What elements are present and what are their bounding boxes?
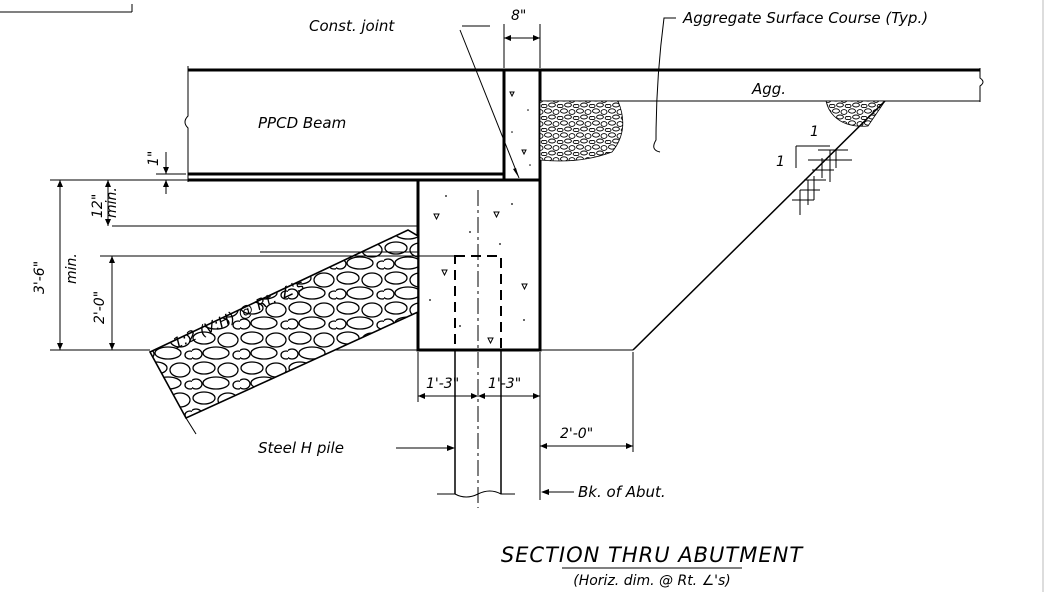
abutment-cap [416, 178, 542, 352]
gravel-fill-left [539, 100, 624, 162]
joint-block [502, 68, 542, 182]
dim-half-left-text: 1'-3" [426, 376, 459, 392]
aggregate-surface-label: Aggregate Surface Course (Typ.) [682, 9, 928, 27]
dim-8in [503, 24, 541, 68]
section-title: SECTION THRU ABUTMENT [501, 543, 805, 567]
slope-rise-text: 1 [810, 124, 819, 140]
right-break-mark [979, 68, 984, 102]
agg-label: Agg. [751, 80, 786, 98]
dim-3ft6in-text: 3'-6" [32, 261, 48, 294]
aggregate-surface-leader [653, 17, 676, 153]
dim-2ft-depth-text: 2'-0" [92, 291, 108, 324]
const-joint-leader [459, 25, 520, 179]
gravel-fill-right [825, 100, 886, 127]
beam-label: PPCD Beam [258, 114, 346, 132]
dim-12in-min [104, 179, 418, 227]
earth-hatching [792, 149, 852, 215]
section-subtitle: (Horiz. dim. @ Rt. ∠'s) [573, 573, 731, 589]
embankment-slope-line [632, 100, 886, 351]
riprap-toe-line [185, 417, 197, 435]
dim-8in-text: 8" [511, 8, 526, 24]
top-left-leader [0, 4, 133, 13]
steel-pile-leader [396, 445, 455, 451]
bk-abut-leader [541, 489, 574, 495]
dim-half-widths [417, 352, 541, 402]
dim-2ft-depth [100, 255, 455, 350]
dim-1in-text: 1" [146, 151, 162, 166]
dim-12in-min-text: min. [104, 187, 120, 218]
slope-run-text: 1 [776, 154, 785, 170]
dim-2ft-offset-text: 2'-0" [560, 426, 593, 442]
dim-2ft-offset [539, 352, 634, 500]
dim-12in-text: 12" [90, 194, 106, 218]
ppcd-beam [184, 66, 504, 182]
steel-h-pile [437, 350, 515, 498]
dim-half-right-text: 1'-3" [488, 376, 521, 392]
slope-ratio-symbol [795, 145, 830, 168]
bk-abut-label: Bk. of Abut. [578, 483, 666, 501]
riprap-slope [148, 229, 419, 420]
dim-3ft6in-min [50, 179, 188, 351]
const-joint-label: Const. joint [309, 17, 395, 35]
steel-pile-label: Steel H pile [258, 439, 344, 457]
dim-3ft6in-min-text: min. [64, 253, 80, 284]
